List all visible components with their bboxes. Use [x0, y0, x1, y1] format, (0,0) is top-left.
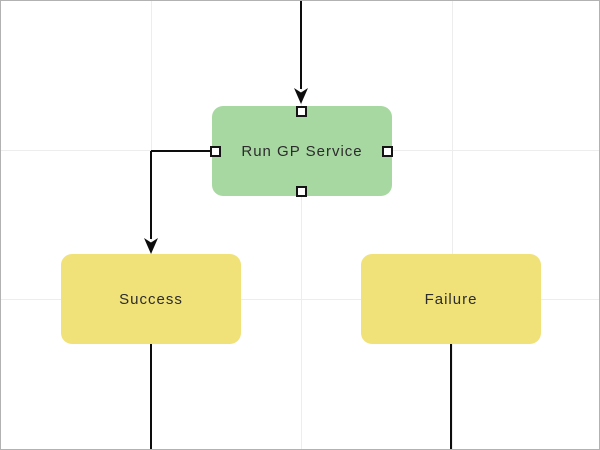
connector-gp-to-success-vertical[interactable]: [150, 151, 152, 239]
arrowhead-down-icon: [144, 238, 158, 254]
gridline-vertical-2: [300, 1, 302, 449]
node-label-failure: Failure: [424, 290, 478, 308]
connector-incoming-top[interactable]: [300, 1, 302, 89]
node-label-run-gp-service: Run GP Service: [241, 142, 363, 160]
connector-gp-to-success-horizontal[interactable]: [151, 150, 213, 152]
arrowhead-down-icon: [294, 88, 308, 104]
connector-failure-down[interactable]: [450, 344, 452, 449]
node-failure[interactable]: Failure: [361, 254, 541, 344]
node-success[interactable]: Success: [61, 254, 241, 344]
connection-handle-left[interactable]: [209, 145, 221, 157]
connection-handle-top[interactable]: [295, 105, 307, 117]
node-label-success: Success: [119, 290, 183, 308]
gridline-vertical-3: [451, 1, 453, 449]
connector-success-down[interactable]: [150, 344, 152, 449]
gridline-horizontal-2: [1, 298, 599, 300]
connection-handle-right[interactable]: [381, 145, 393, 157]
connection-handle-bottom[interactable]: [295, 185, 307, 197]
node-run-gp-service[interactable]: Run GP Service: [212, 106, 392, 196]
